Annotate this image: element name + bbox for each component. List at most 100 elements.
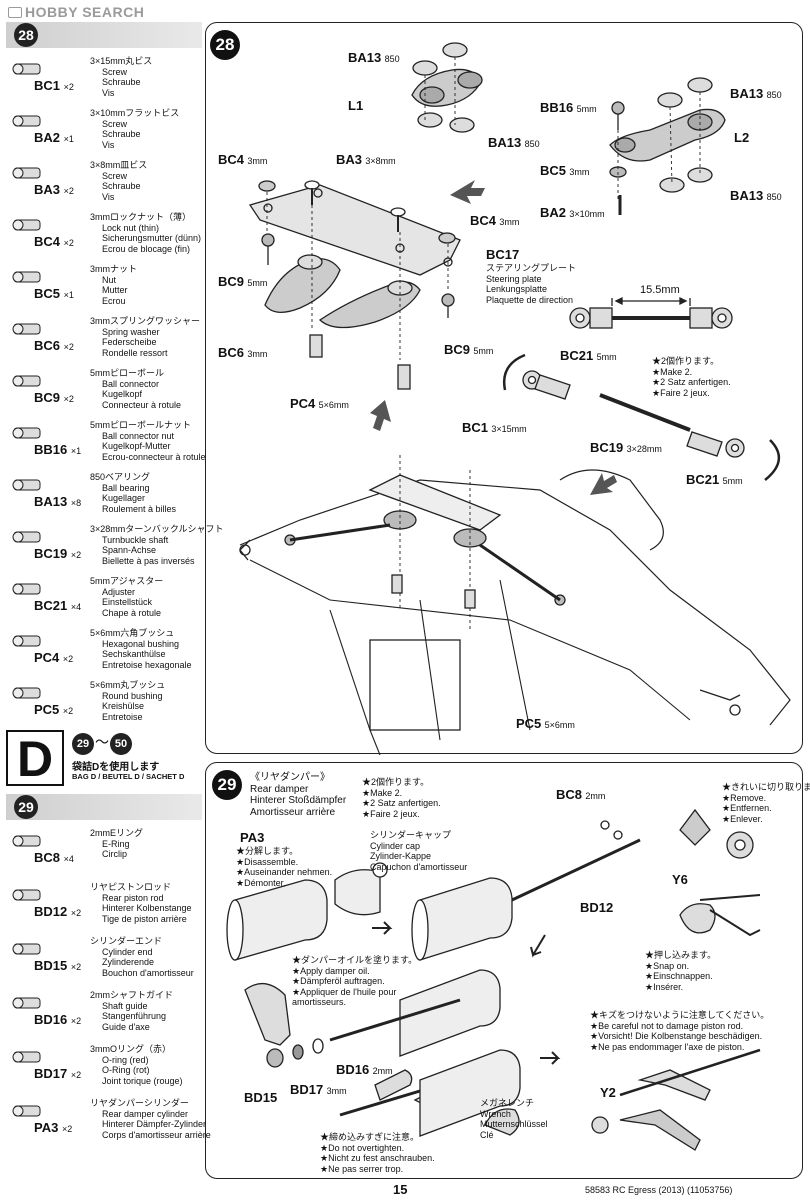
label-bc8: BC8 2mm [556,787,606,802]
step29-diagram-frame [205,762,803,1179]
part-icon [10,992,50,1018]
part-icon [10,162,50,188]
label-y2: Y2 [600,1085,616,1100]
part-icon [10,110,50,136]
part-icon [10,578,50,604]
part-icon [10,526,50,552]
label-ba2: BA2 3×10mm [540,205,605,220]
parts-sidebar: 28 [6,22,202,48]
part-code: BC4 ×2 [34,234,74,249]
note-oil: ★ダンパーオイルを塗ります。 ★Apply damper oil. ★Dämpf… [292,955,418,1007]
step28-header: 28 [6,22,202,48]
note-care: ★キズをつけないように注意してください。 ★Be careful not to … [590,1010,770,1052]
part-icon [10,214,50,240]
part-icon [10,1100,50,1126]
label-pc4: PC4 5×6mm [290,396,349,411]
label-ba13-d: BA13 850 [730,188,782,203]
label-ba13-c: BA13 850 [730,86,782,101]
part-code: BD15 ×2 [34,958,82,973]
bag-jp: 袋詰Dを使用します [72,762,160,773]
step29-title: 《リヤダンパー》 Rear damper Hinterer Stoßdämpfe… [250,772,347,818]
page-number: 15 [393,1182,408,1197]
step29-number: 29 [14,795,38,819]
label-bc4-a: BC4 3mm [218,152,268,167]
label-bb16: BB16 5mm [540,100,597,115]
label-bc4-b: BC4 3mm [470,213,520,228]
part-icon [10,630,50,656]
label-ba3: BA3 3×8mm [336,152,396,167]
label-bc5: BC5 3mm [540,163,590,178]
label-cylinder-cap: シリンダーキャップ Cylinder cap Zylinder-Kappe Ca… [370,830,468,872]
part-code: BC21 ×4 [34,598,82,613]
label-bc21-a: BC21 5mm [560,348,617,363]
part-icon [10,474,50,500]
part-icon [10,58,50,84]
label-bc19: BC19 3×28mm [590,440,662,455]
bag-d-box: D 29〜50 袋詰Dを使用します BAG D / BEUTEL D / SAC… [6,730,202,786]
part-icon [10,682,50,708]
label-y6: Y6 [672,872,688,887]
part-icon [10,1046,50,1072]
part-row-bc4: BC4 ×2 3mmロックナット（薄）Lock nut (thin)Sicheru… [6,212,202,254]
label-pc5: PC5 5×6mm [516,716,575,731]
note-make2-29: ★2個作ります。 ★Make 2. ★2 Satz anfertigen. ★F… [362,777,441,819]
label-bd15: BD15 [244,1090,278,1105]
bag-range-sep: 〜 [95,734,109,750]
step29-badge: 29 [212,770,242,800]
label-l2: L2 [734,130,750,145]
label-ba13-a: BA13 850 [348,50,400,65]
part-icon [10,318,50,344]
label-dimension: 15.5mm [640,284,680,296]
doc-reference: 58583 RC Egress (2013) (11053756) [585,1185,733,1195]
step28-number: 28 [14,23,38,47]
bag-letter: D [6,730,64,786]
part-code: BD16 ×2 [34,1012,82,1027]
label-pa3: PA3 [240,830,265,845]
part-code: BC8 ×4 [34,850,74,865]
part-code: PA3 ×2 [34,1120,73,1135]
note-tighten: ★締め込みすぎに注意。 ★Do not overtighten. ★Nicht … [320,1132,435,1174]
label-bc17-desc: ステアリングプレート Steering plate Lenkungsplatte… [486,263,577,305]
label-ba13-b: BA13 850 [488,135,540,150]
part-code: BD17 ×2 [34,1066,82,1081]
part-icon [10,266,50,292]
label-bc9-b: BC9 5mm [444,342,494,357]
label-bd17: BD17 3mm [290,1082,347,1097]
part-code: BC19 ×2 [34,546,82,561]
watermark: HOBBY SEARCH [8,4,144,20]
part-code: PC5 ×2 [34,702,74,717]
step29-header-wrap: 29 [6,794,202,820]
bag-info: 29〜50 袋詰Dを使用します BAG D / BEUTEL D / SACHE… [68,730,202,786]
part-desc: 3mmロックナット（薄）Lock nut (thin)Sicherungsmut… [90,212,202,254]
bag-range-start: 29 [72,733,94,755]
part-icon [10,422,50,448]
bag-range-end: 50 [110,733,132,755]
label-bc21-b: BC21 5mm [686,472,743,487]
part-code: BD12 ×2 [34,904,82,919]
